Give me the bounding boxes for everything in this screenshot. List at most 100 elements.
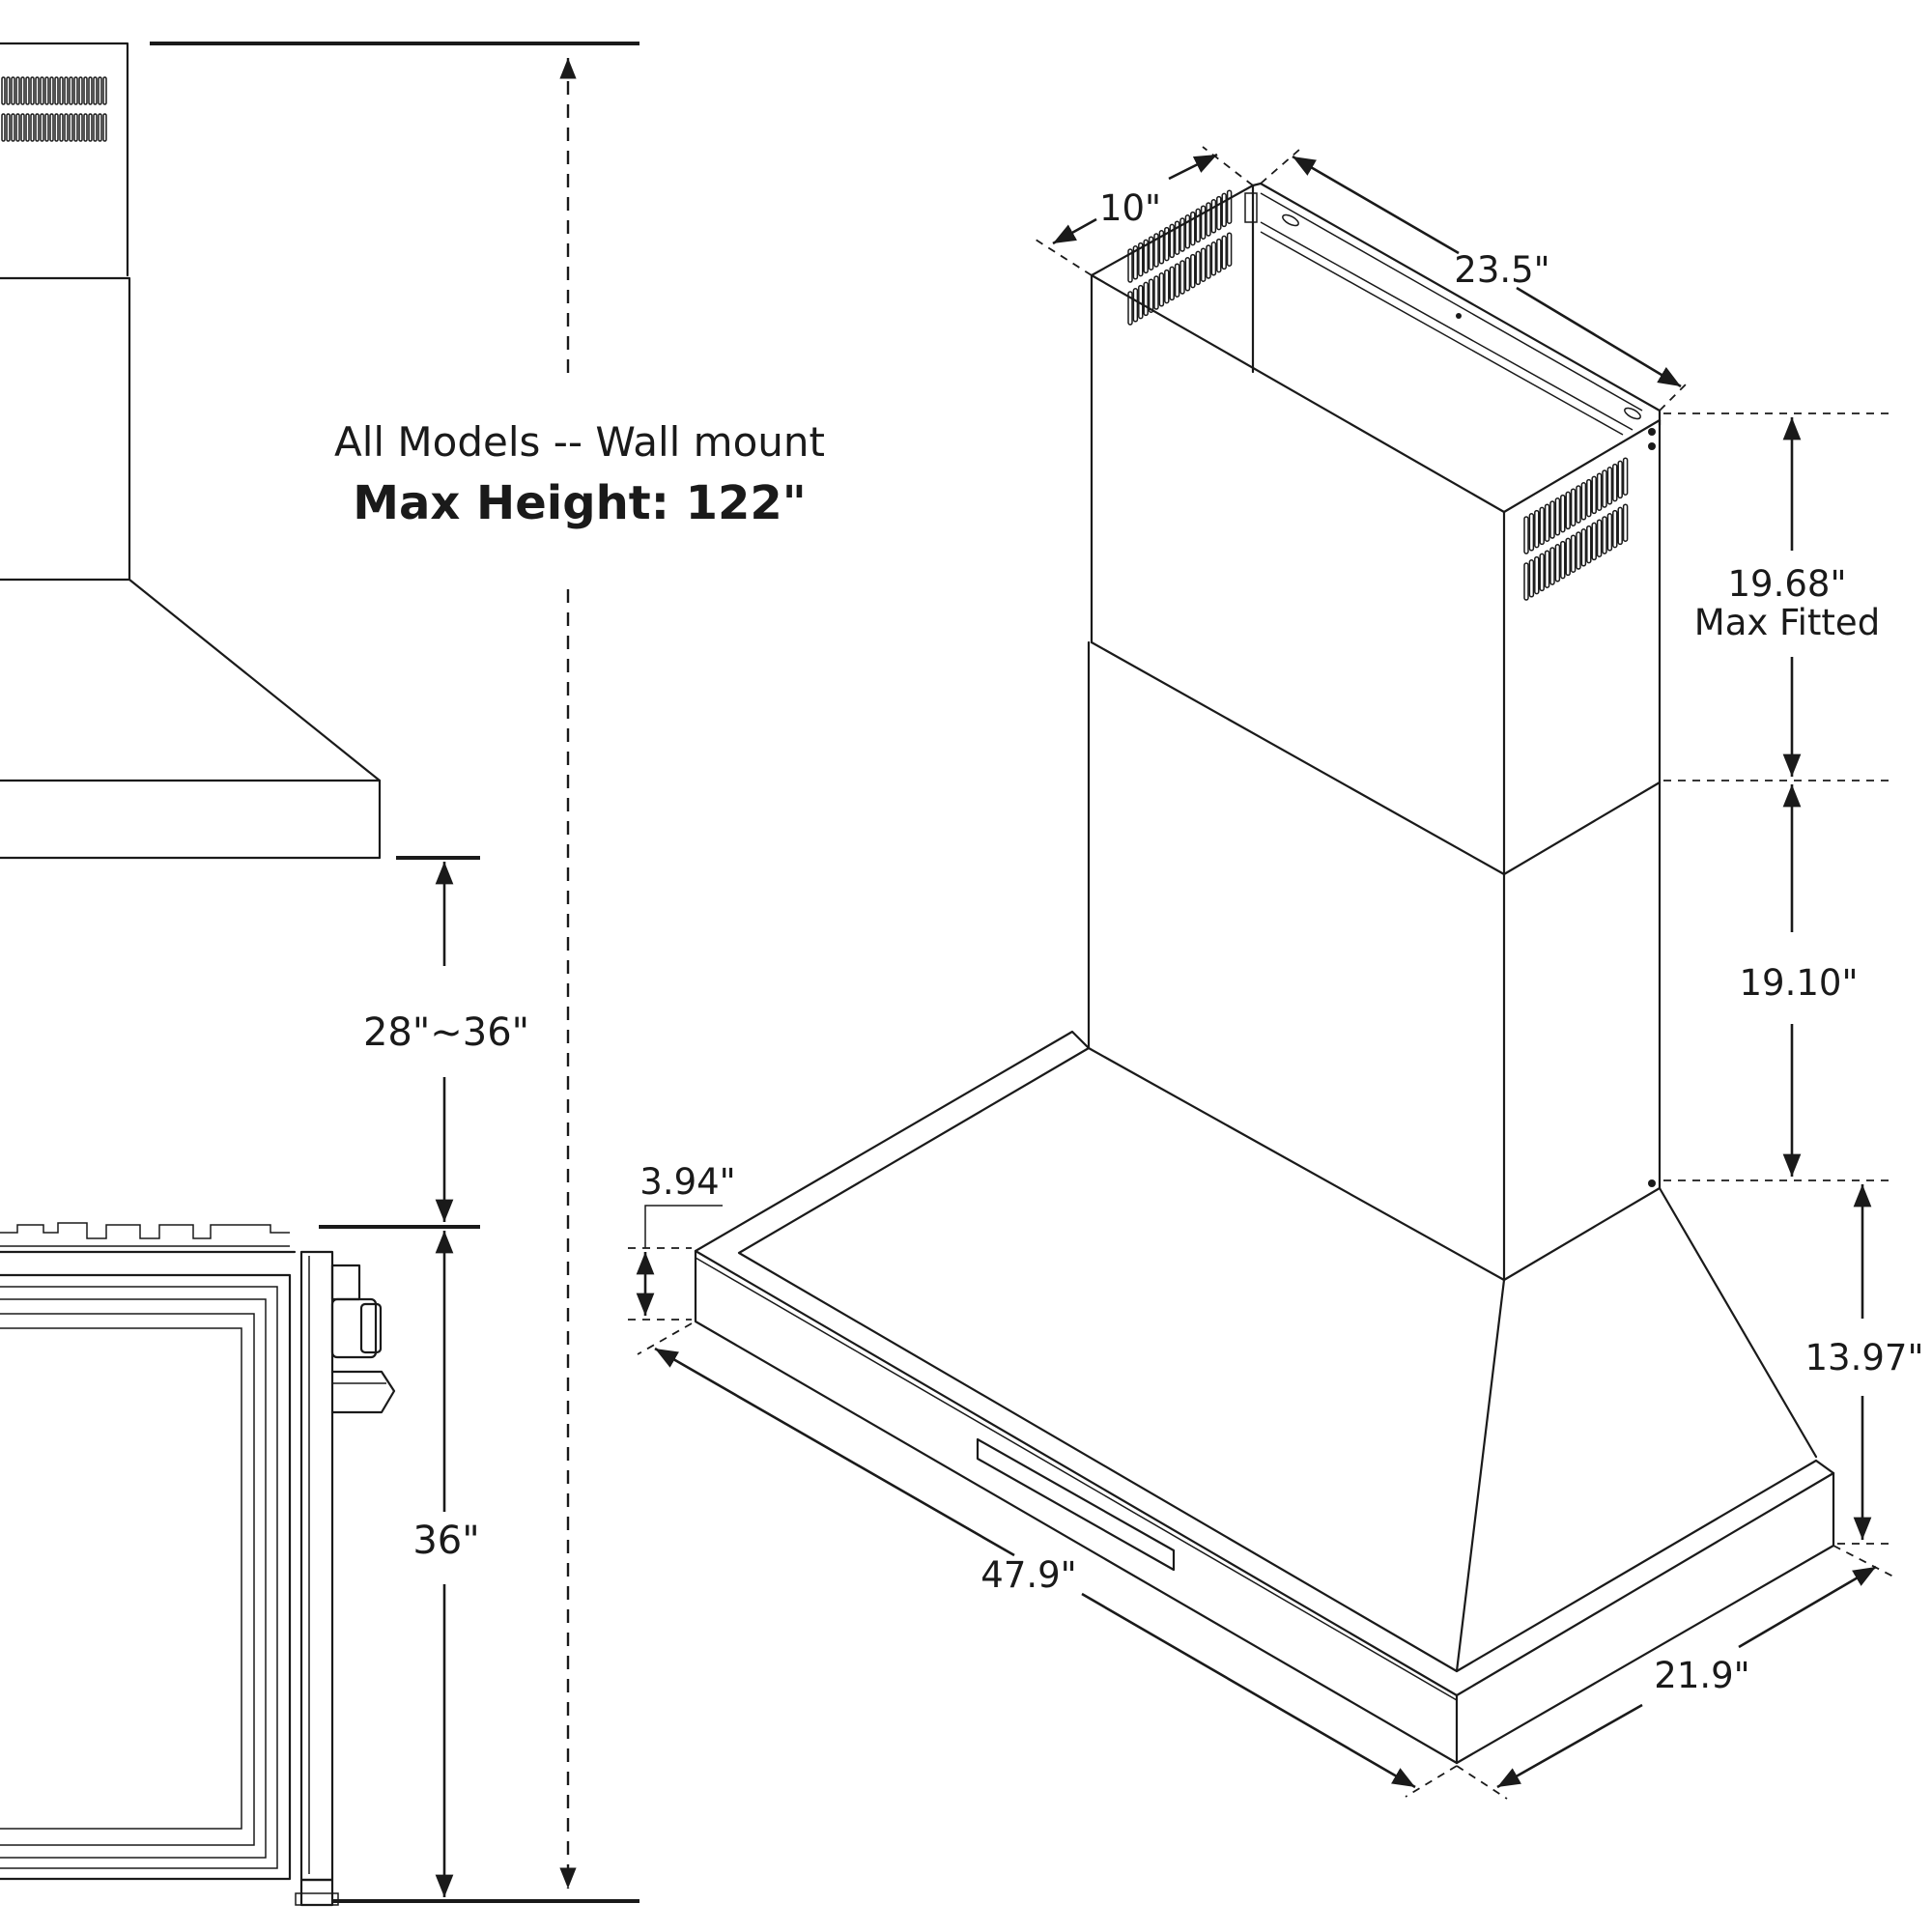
vent-slot [6, 76, 11, 105]
clearance-dimension: 28"~36" [319, 856, 529, 1229]
vent-slot [1539, 506, 1545, 546]
title-line-2: Max Height: 122" [353, 476, 807, 530]
vent-slots-iso-left [1127, 189, 1233, 326]
vent-slot [1221, 192, 1227, 228]
hood-body-dimension: 13.97" [1805, 1184, 1924, 1545]
vent-slot [93, 76, 98, 105]
vent-slot [1544, 550, 1550, 588]
hood-body-label: 13.97" [1805, 1337, 1924, 1378]
vent-slot [25, 113, 30, 142]
vent-slot [1606, 467, 1613, 505]
vent-slot [54, 76, 59, 105]
vent-slot [1184, 257, 1191, 292]
vent-slot [1528, 559, 1535, 598]
vent-slot [44, 113, 49, 142]
vent-slot [1549, 500, 1555, 539]
vent-slot [1580, 482, 1587, 521]
counter-height-dimension: 36" [412, 1231, 480, 1897]
vent-slot [1138, 284, 1144, 320]
vent-slot [1523, 562, 1529, 601]
vent-slot [1576, 485, 1581, 524]
vent-slot [1179, 217, 1185, 252]
vent-slot [98, 113, 102, 142]
vent-slot [1570, 488, 1577, 526]
vent-slot [15, 76, 20, 105]
vent-slot [1580, 528, 1587, 567]
vent-slot [1, 113, 6, 142]
vent-slot [1132, 245, 1139, 280]
vent-slot [11, 76, 15, 105]
vent-slot [1622, 503, 1629, 542]
vent-slot [1591, 475, 1597, 515]
vent-slot [1164, 226, 1170, 262]
vent-slot [1602, 469, 1607, 508]
range-side-view [0, 1222, 396, 1907]
vent-slot [1190, 253, 1196, 289]
vent-slot [1210, 242, 1217, 276]
vent-slot [1586, 525, 1592, 564]
vent-slot [1565, 537, 1571, 577]
vent-slot [1206, 202, 1211, 237]
vent-slot [1602, 516, 1607, 554]
vent-slot [1158, 230, 1165, 265]
vent-slot [73, 76, 78, 105]
vent-slot [1216, 195, 1222, 231]
vent-slot [1591, 522, 1597, 561]
max-height-dimension: All Models -- Wall mount Max Height: 122… [150, 42, 825, 1903]
vent-slot [1576, 531, 1581, 570]
vent-slot [83, 76, 88, 105]
vent-slot [49, 113, 54, 142]
vent-slot [1169, 266, 1175, 301]
vent-slot [1539, 553, 1545, 592]
vent-slot [1143, 239, 1149, 274]
vent-slot [40, 113, 44, 142]
vent-slot [1560, 540, 1566, 580]
vent-slot [64, 76, 69, 105]
vent-slot [1143, 281, 1149, 317]
vent-slot [1, 76, 6, 105]
vent-slot [1586, 478, 1592, 518]
vent-slot [1153, 275, 1159, 310]
iso-width-top-dimension: 23.5" [1260, 149, 1690, 412]
vent-slot [25, 76, 30, 105]
canopy-edge-label: 3.94" [639, 1161, 735, 1203]
vent-slot [30, 113, 35, 142]
vent-slot [1190, 211, 1196, 246]
vent-slot [78, 113, 83, 142]
vent-slot [1226, 189, 1233, 224]
vent-slot [35, 76, 40, 105]
vent-slot [1127, 291, 1133, 326]
vent-slot [1554, 544, 1561, 582]
vent-slot [1565, 491, 1571, 530]
vent-slot [1544, 503, 1550, 542]
vent-slot [35, 113, 40, 142]
vent-slots-side [1, 76, 107, 142]
vent-slots-iso-right [1523, 457, 1629, 601]
vent-slot [1606, 513, 1613, 552]
iso-depth-top-dimension: 10" [1035, 146, 1254, 276]
depth-top-label: 10" [1099, 187, 1161, 229]
vent-slot [1216, 238, 1222, 273]
upper-chimney-label: 19.68" [1728, 563, 1847, 605]
vent-slot [1138, 242, 1144, 277]
vent-slot [1534, 555, 1540, 595]
lower-chimney-dimension: 19.10" [1663, 784, 1895, 1181]
vent-slot [1617, 506, 1623, 546]
vent-slot [1596, 472, 1603, 511]
isometric-hood [694, 182, 1835, 1765]
hood-depth-label: 21.9" [1654, 1655, 1749, 1696]
vent-slot [73, 113, 78, 142]
vent-slot [1148, 236, 1154, 270]
vent-slot [1523, 516, 1529, 554]
clearance-label: 28"~36" [363, 1010, 529, 1055]
hood-depth-dimension: 21.9" [1456, 1545, 1894, 1800]
hood-width-label: 47.9" [980, 1554, 1076, 1596]
vent-slot [11, 113, 15, 142]
vent-slot [64, 113, 69, 142]
vent-slot [1549, 547, 1555, 585]
vent-slot [1612, 463, 1618, 502]
vent-slot [1554, 497, 1561, 536]
vent-slot [1174, 263, 1180, 298]
width-top-label: 23.5" [1454, 249, 1549, 291]
control-panel [976, 1437, 1176, 1572]
